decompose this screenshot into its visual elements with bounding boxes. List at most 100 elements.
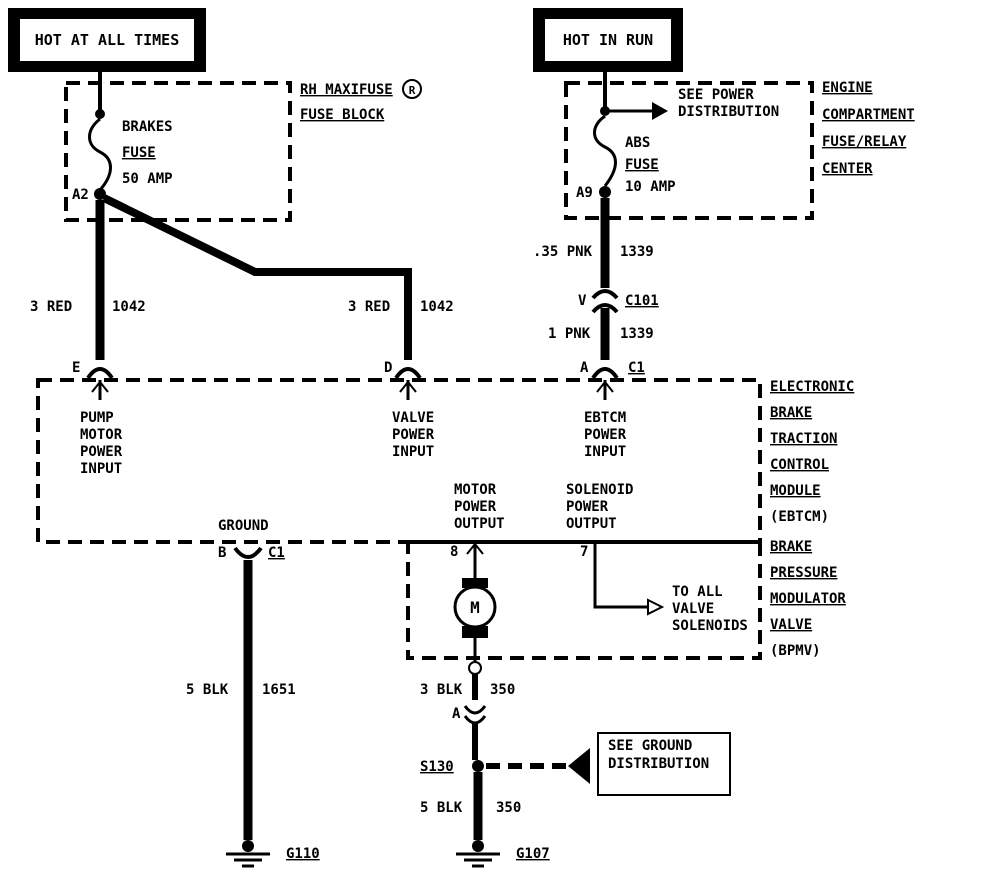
solenoid-output-label-1: SOLENOID <box>566 482 633 498</box>
pump-label-3: POWER <box>80 444 123 460</box>
svg-text:R: R <box>409 84 416 97</box>
pin-8-label: 8 <box>450 544 458 560</box>
s130-splice-node <box>472 760 484 772</box>
to-solenoids-arrow-icon <box>647 598 665 616</box>
c101-connector-icon <box>591 289 619 300</box>
ebtcm-input-label-3: INPUT <box>584 444 626 460</box>
pin-b-label: B <box>218 545 226 561</box>
wire-pnk-bot-color: 1 PNK <box>548 326 591 342</box>
ebtcm-input-label-1: EBTCM <box>584 410 626 426</box>
engine-center-title-4: CENTER <box>822 161 873 177</box>
see-ground-label-1: SEE GROUND <box>608 738 692 754</box>
pin-d-connector <box>394 367 422 400</box>
abs-fuse-rating: 10 AMP <box>625 179 676 195</box>
pin-a-label: A <box>580 360 589 376</box>
see-ground-label-2: DISTRIBUTION <box>608 756 709 772</box>
see-power-label-1: SEE POWER <box>678 87 754 103</box>
c101-label: C101 <box>625 293 659 309</box>
a2-node <box>94 188 106 200</box>
motor-output-label-2: POWER <box>454 499 497 515</box>
c101-pin: V <box>578 293 587 309</box>
terminal-a2: A2 <box>72 187 89 203</box>
pump-label-2: MOTOR <box>80 427 123 443</box>
wire-blk-bottom-circuit: 350 <box>496 800 521 816</box>
hot-in-run-box: HOT IN RUN <box>533 8 683 72</box>
c1-top-label: C1 <box>628 360 645 376</box>
wire-pnk-top-circuit: 1339 <box>620 244 654 260</box>
to-all-label-1: TO ALL <box>672 584 723 600</box>
pump-label-4: INPUT <box>80 461 122 477</box>
hot-at-all-times-box: HOT AT ALL TIMES <box>8 8 206 72</box>
wire-pnk-bot-circuit: 1339 <box>620 326 654 342</box>
valve-label-3: INPUT <box>392 444 434 460</box>
wire-blk-motor-color: 3 BLK <box>420 682 463 698</box>
bpmv-title-4: VALVE <box>770 617 812 633</box>
terminal-a9: A9 <box>576 185 593 201</box>
bpmv-title-2: PRESSURE <box>770 565 837 581</box>
see-power-label-2: DISTRIBUTION <box>678 104 779 120</box>
see-power-arrow-icon <box>652 102 668 120</box>
pin-a-motor-label: A <box>452 706 461 722</box>
wire-red-left-color: 3 RED <box>30 299 72 315</box>
fuse-top-node <box>95 109 105 119</box>
abs-fuse-word: FUSE <box>625 157 659 173</box>
rh-fuse-block-title-1: RH MAXIFUSE <box>300 82 393 98</box>
pin-e-label: E <box>72 360 80 376</box>
engine-fuse-center: SEE POWER DISTRIBUTION ABS FUSE 10 AMP A… <box>564 72 915 220</box>
brakes-fuse-symbol <box>88 117 112 191</box>
see-ground-distribution-box: SEE GROUND DISTRIBUTION <box>597 732 731 796</box>
ebtcm-title-6: (EBTCM) <box>770 509 829 525</box>
bpmv-title-5: (BPMV) <box>770 643 821 659</box>
brakes-fuse-rating: 50 AMP <box>122 171 173 187</box>
ground-wire-1651: B C1 5 BLK 1651 G110 <box>186 545 320 868</box>
c1-bottom-connector-icon <box>233 546 263 559</box>
red-wires: 3 RED 1042 3 RED 1042 <box>30 194 454 360</box>
brakes-fuse-word: FUSE <box>122 145 156 161</box>
engine-center-title-3: FUSE/RELAY <box>822 134 907 150</box>
pin-d-label: D <box>384 360 392 376</box>
wire-red-mid-color: 3 RED <box>348 299 390 315</box>
pin-e-connector <box>86 367 114 400</box>
rh-fuse-block-title-2: FUSE BLOCK <box>300 107 385 123</box>
ground-label: GROUND <box>218 518 269 534</box>
ebtcm-title-3: TRACTION <box>770 431 837 447</box>
abs-fuse-name: ABS <box>625 135 650 151</box>
motor-output-label-1: MOTOR <box>454 482 497 498</box>
brakes-fuse-name: BRAKES <box>122 119 173 135</box>
rh-fuse-block: BRAKES FUSE 50 AMP A2 RH MAXIFUSE R FUSE… <box>64 72 422 222</box>
bpmv-title-1: BRAKE <box>770 539 812 555</box>
pnk-wire: .35 PNK 1339 V C101 1 PNK 1339 <box>533 198 659 360</box>
bpmv-title-3: MODULATOR <box>770 591 846 607</box>
solenoid-output-label-3: OUTPUT <box>566 516 617 532</box>
engine-center-title-1: ENGINE <box>822 80 873 96</box>
abs-fuse-symbol <box>593 114 617 187</box>
hot-in-run-label: HOT IN RUN <box>563 31 653 49</box>
g107-label: G107 <box>516 846 550 862</box>
wire-pnk-top-color: .35 PNK <box>533 244 593 260</box>
motor-output-label-3: OUTPUT <box>454 516 505 532</box>
s130-label: S130 <box>420 759 454 775</box>
to-all-label-2: VALVE <box>672 601 714 617</box>
see-ground-arrow-icon <box>568 748 590 784</box>
solenoid-output-label-2: POWER <box>566 499 609 515</box>
ebtcm-title-2: BRAKE <box>770 405 812 421</box>
pump-label-1: PUMP <box>80 410 114 426</box>
wire-blk-ground-circuit: 1651 <box>262 682 296 698</box>
to-all-label-3: SOLENOIDS <box>672 618 748 634</box>
registered-mark-icon <box>402 79 422 99</box>
motor-symbol: M <box>470 598 480 617</box>
wire-red-mid-circuit: 1042 <box>420 299 454 315</box>
wire-red-left-circuit: 1042 <box>112 299 146 315</box>
engine-center-title-2: COMPARTMENT <box>822 107 915 123</box>
pin-7-label: 7 <box>580 544 588 560</box>
hot-at-all-times-label: HOT AT ALL TIMES <box>35 31 180 49</box>
valve-label-2: POWER <box>392 427 435 443</box>
ebtcm-title-4: CONTROL <box>770 457 829 473</box>
motor-ground-wire-350: 3 BLK 350 A S130 5 BLK 350 G107 <box>420 661 590 868</box>
wire-blk-bottom-color: 5 BLK <box>420 800 463 816</box>
valve-label-1: VALVE <box>392 410 434 426</box>
ebtcm-input-label-2: POWER <box>584 427 627 443</box>
pin-a-connector <box>591 367 619 400</box>
ebtcm-title-5: MODULE <box>770 483 821 499</box>
